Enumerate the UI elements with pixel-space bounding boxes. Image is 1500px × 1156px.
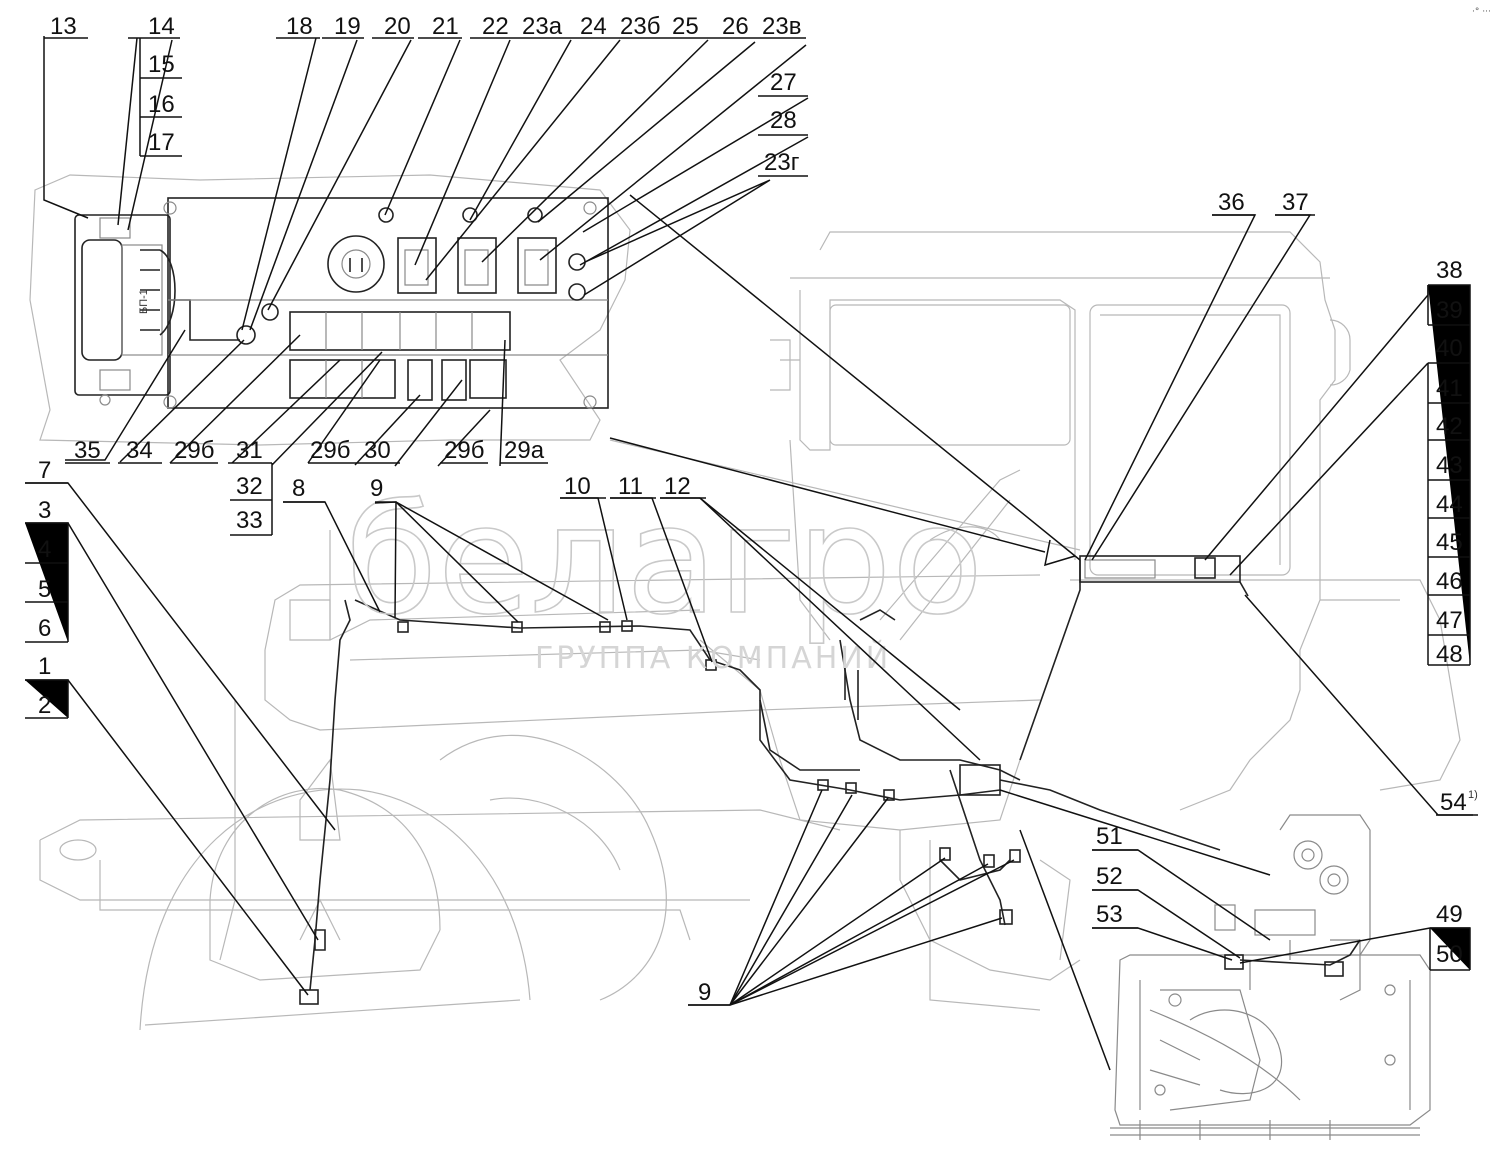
callout-29b-3: 29б <box>444 437 484 464</box>
callout-9-top: 9 <box>370 475 383 502</box>
callout-3: 3 <box>38 497 51 524</box>
callout-13: 13 <box>50 13 77 40</box>
callout-45: 45 <box>1436 529 1463 556</box>
callout-25: 25 <box>672 13 699 40</box>
callout-16: 16 <box>148 91 175 118</box>
leader-lines <box>25 36 1473 1071</box>
callout-22: 22 <box>482 13 509 40</box>
callout-42: 42 <box>1436 413 1463 440</box>
callout-29a: 29а <box>504 437 545 464</box>
callout-frames <box>25 37 1478 1006</box>
callout-51: 51 <box>1096 823 1123 850</box>
callout-20: 20 <box>384 13 411 40</box>
callout-9-bottom: 9 <box>698 979 711 1006</box>
watermark-brand: белагро <box>345 474 983 648</box>
callout-10: 10 <box>564 473 591 500</box>
callout-21: 21 <box>432 13 459 40</box>
callout-4: 4 <box>38 536 51 563</box>
callout-52: 52 <box>1096 863 1123 890</box>
fuse-box-detail: БП-1 <box>29 174 631 446</box>
callout-50: 50 <box>1436 941 1463 968</box>
callout-43: 43 <box>1436 452 1463 479</box>
callout-11: 11 <box>618 473 643 500</box>
callout-6: 6 <box>38 615 51 642</box>
callout-7: 7 <box>38 457 51 484</box>
callout-37: 37 <box>1282 189 1309 216</box>
callout-54: 54 <box>1440 789 1467 816</box>
callout-26: 26 <box>722 13 749 40</box>
callout-15: 15 <box>148 51 175 78</box>
callout-34: 34 <box>126 437 153 464</box>
callout-38: 38 <box>1436 257 1463 284</box>
callout-23b: 23б <box>620 13 660 40</box>
callout-23a: 23а <box>522 13 563 40</box>
watermark: белагро ГРУППА КОМПАНИЙ <box>344 473 984 676</box>
callout-27: 27 <box>770 69 797 96</box>
callout-33: 33 <box>236 507 263 534</box>
callout-54-note: 1) <box>1468 789 1478 801</box>
corner-marks: ·° ··· <box>1472 7 1491 17</box>
callout-41: 41 <box>1436 375 1463 402</box>
callout-36: 36 <box>1218 189 1245 216</box>
callout-29b-1: 29б <box>174 437 214 464</box>
callout-32: 32 <box>236 473 263 500</box>
callout-1: 1 <box>38 653 51 680</box>
callout-24: 24 <box>580 13 607 40</box>
watermark-tagline: ГРУППА КОМПАНИЙ <box>535 640 891 676</box>
callout-53: 53 <box>1096 901 1123 928</box>
callout-19: 19 <box>334 13 361 40</box>
callout-12: 12 <box>664 473 691 500</box>
callout-31: 31 <box>236 437 263 464</box>
callout-35: 35 <box>74 437 101 464</box>
callout-47: 47 <box>1436 607 1463 634</box>
callout-29b-2: 29б <box>310 437 350 464</box>
callout-28: 28 <box>770 107 797 134</box>
callout-5: 5 <box>38 576 51 603</box>
callout-17: 17 <box>148 129 175 156</box>
callout-2: 2 <box>38 692 51 719</box>
callout-23g: 23г <box>764 149 800 176</box>
callout-8: 8 <box>292 475 305 502</box>
callout-40: 40 <box>1436 335 1463 362</box>
block-label: БП-1 <box>138 289 150 314</box>
callout-23v: 23в <box>762 13 801 40</box>
callout-39: 39 <box>1436 297 1463 324</box>
callout-14: 14 <box>148 13 175 40</box>
callout-30: 30 <box>364 437 391 464</box>
callout-48: 48 <box>1436 641 1463 668</box>
callout-labels: 13 14 15 16 17 18 19 20 21 22 23а 24 23б… <box>38 13 1478 1006</box>
callout-18: 18 <box>286 13 313 40</box>
callout-49: 49 <box>1436 901 1463 928</box>
callout-46: 46 <box>1436 568 1463 595</box>
callout-44: 44 <box>1436 491 1463 518</box>
